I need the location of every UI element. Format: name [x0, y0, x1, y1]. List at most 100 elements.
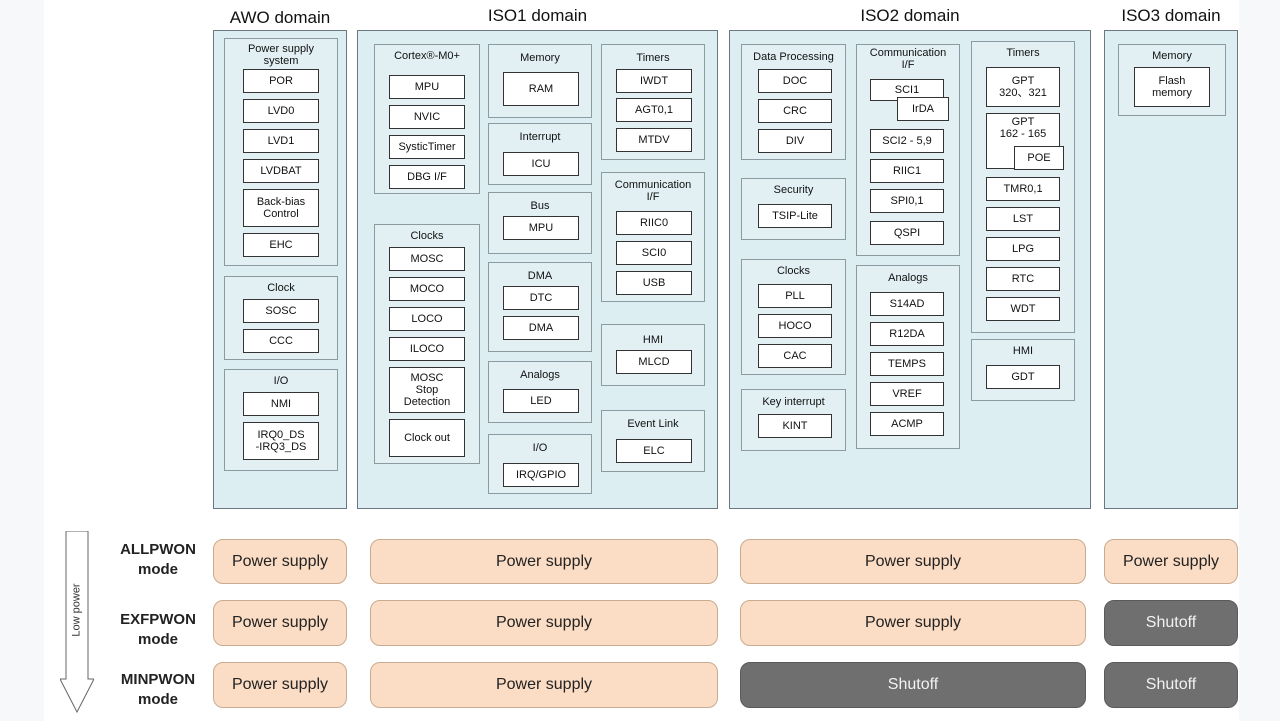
- state-allpwon-iso2: Power supply: [740, 539, 1086, 584]
- block-kint: KINT: [758, 414, 832, 438]
- iso1-clocks-group: Clocks MOSC MOCO LOCO ILOCO MOSC Stop De…: [374, 224, 480, 464]
- block-por: POR: [243, 69, 319, 93]
- group-label: Event Link: [627, 418, 679, 430]
- block-systictimer: SysticTimer: [389, 135, 465, 159]
- block-led: LED: [503, 389, 579, 413]
- iso1-event-link-group: Event Link ELC: [601, 410, 705, 472]
- block-lvdbat: LVDBAT: [243, 159, 319, 183]
- block-icu: ICU: [503, 152, 579, 176]
- block-usb: USB: [616, 271, 692, 295]
- iso2-data-processing-group: Data Processing DOC CRC DIV: [741, 44, 846, 160]
- group-label: Security: [773, 184, 814, 196]
- group-label: Data Processing: [753, 51, 834, 63]
- low-power-arrow-icon: [60, 531, 94, 713]
- block-lpg: LPG: [986, 237, 1060, 261]
- block-mosc: MOSC: [389, 247, 465, 271]
- state-exfpwon-iso1: Power supply: [370, 600, 718, 646]
- state-exfpwon-iso3: Shutoff: [1104, 600, 1238, 646]
- group-label: Communication I/F: [614, 179, 692, 203]
- iso2-security-group: Security TSIP-Lite: [741, 178, 846, 240]
- block-elc: ELC: [616, 439, 692, 463]
- state-exfpwon-awo: Power supply: [213, 600, 347, 646]
- block-lvd0: LVD0: [243, 99, 319, 123]
- block-qspi: QSPI: [870, 221, 944, 245]
- block-tmr: TMR0,1: [986, 177, 1060, 201]
- iso1-domain-title: ISO1 domain: [487, 6, 588, 25]
- iso1-memory-group: Memory RAM: [488, 44, 592, 118]
- block-vref: VREF: [870, 382, 944, 406]
- block-moco: MOCO: [389, 277, 465, 301]
- block-mtdv: MTDV: [616, 128, 692, 152]
- iso2-timers-group: Timers GPT 320、321 GPT 162 - 165 POE TMR…: [971, 41, 1075, 333]
- mode-label-exfpwon: EXFPWON mode: [120, 611, 196, 648]
- block-mosc-stop-detection: MOSC Stop Detection: [389, 367, 465, 413]
- group-label: HMI: [1012, 345, 1034, 357]
- block-s14ad: S14AD: [870, 292, 944, 316]
- state-minpwon-awo: Power supply: [213, 662, 347, 708]
- awo-io-group: I/O NMI IRQ0_DS -IRQ3_DS: [224, 369, 338, 471]
- iso3-memory-group: Memory Flash memory: [1118, 44, 1226, 116]
- state-exfpwon-iso2: Power supply: [740, 600, 1086, 646]
- iso1-analogs-group: Analogs LED: [488, 361, 592, 423]
- iso2-domain-title: ISO2 domain: [860, 6, 960, 25]
- group-label: Cortex®-M0+: [394, 50, 460, 62]
- block-agt: AGT0,1: [616, 98, 692, 122]
- state-allpwon-iso1: Power supply: [370, 539, 718, 584]
- iso1-bus-group: Bus MPU: [488, 192, 592, 254]
- mode-label-allpwon: ALLPWON mode: [120, 541, 196, 578]
- block-irda: IrDA: [897, 97, 949, 121]
- group-label: Interrupt: [519, 131, 561, 143]
- block-nmi: NMI: [243, 392, 319, 416]
- iso1-cortex-group: Cortex®-M0+ MPU NVIC SysticTimer DBG I/F: [374, 44, 480, 194]
- block-ccc: CCC: [243, 329, 319, 353]
- block-poe: POE: [1014, 146, 1064, 170]
- block-riic1: RIIC1: [870, 159, 944, 183]
- block-div: DIV: [758, 129, 832, 153]
- block-irq-gpio: IRQ/GPIO: [503, 463, 579, 487]
- awo-power-supply-group: Power supply system POR LVD0 LVD1 LVDBAT…: [224, 38, 338, 266]
- iso1-io-group: I/O IRQ/GPIO: [488, 434, 592, 494]
- group-label: Analogs: [888, 272, 928, 284]
- awo-domain-panel: Power supply system POR LVD0 LVD1 LVDBAT…: [213, 30, 347, 509]
- group-label: Clocks: [776, 265, 810, 277]
- block-nvic: NVIC: [389, 105, 465, 129]
- block-gdt: GDT: [986, 365, 1060, 389]
- iso2-communication-group: Communication I/F SCI1 IrDA SCI2 - 5,9 R…: [856, 44, 960, 256]
- block-temps: TEMPS: [870, 352, 944, 376]
- block-crc: CRC: [758, 99, 832, 123]
- mode-label-minpwon: MINPWON mode: [120, 671, 196, 708]
- iso2-domain-panel: Data Processing DOC CRC DIV Security TSI…: [729, 30, 1091, 509]
- iso3-domain-panel: Memory Flash memory: [1104, 30, 1238, 509]
- group-label: I/O: [273, 375, 289, 387]
- state-allpwon-awo: Power supply: [213, 539, 347, 584]
- block-iwdt: IWDT: [616, 69, 692, 93]
- iso1-timers-group: Timers IWDT AGT0,1 MTDV: [601, 44, 705, 160]
- block-ram: RAM: [503, 72, 579, 106]
- iso2-hmi-group: HMI GDT: [971, 339, 1075, 401]
- block-dtc: DTC: [503, 286, 579, 310]
- block-iloco: ILOCO: [389, 337, 465, 361]
- low-power-label-wrap: Low power: [60, 535, 94, 685]
- group-label: I/O: [532, 442, 548, 454]
- block-sosc: SOSC: [243, 299, 319, 323]
- block-irq-ds: IRQ0_DS -IRQ3_DS: [243, 422, 319, 460]
- block-tsip-lite: TSIP-Lite: [758, 204, 832, 228]
- iso2-clocks-group: Clocks PLL HOCO CAC: [741, 259, 846, 375]
- block-mpu: MPU: [389, 75, 465, 99]
- block-wdt: WDT: [986, 297, 1060, 321]
- awo-clock-group: Clock SOSC CCC: [224, 276, 338, 360]
- block-flash-memory: Flash memory: [1134, 67, 1210, 107]
- low-power-label: Low power: [71, 583, 84, 637]
- block-ehc: EHC: [243, 233, 319, 257]
- group-label: Timers: [636, 52, 670, 64]
- block-lvd1: LVD1: [243, 129, 319, 153]
- group-label: Memory: [1152, 50, 1192, 62]
- group-label: Bus: [530, 200, 550, 212]
- block-sci0: SCI0: [616, 241, 692, 265]
- block-dma: DMA: [503, 316, 579, 340]
- block-spi: SPI0,1: [870, 189, 944, 213]
- iso1-dma-group: DMA DTC DMA: [488, 262, 592, 352]
- block-lst: LST: [986, 207, 1060, 231]
- state-minpwon-iso3: Shutoff: [1104, 662, 1238, 708]
